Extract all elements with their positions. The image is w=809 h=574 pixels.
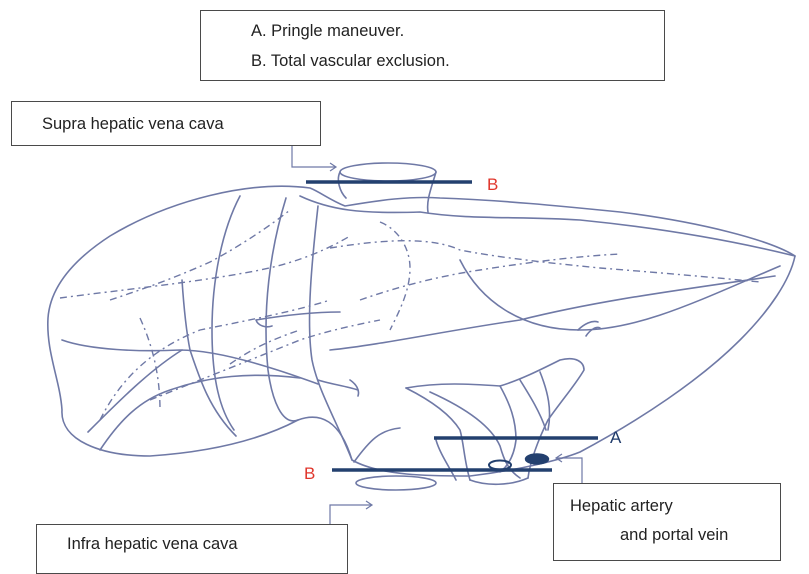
hepatic-pointer-arrow [556, 454, 582, 483]
liver-outline [48, 186, 795, 476]
hepatic-artery-label: Hepatic artery [570, 497, 673, 516]
clamp-b-supra-label: B [487, 175, 498, 195]
portal-vein-label: and portal vein [620, 526, 728, 545]
hepatic-artery-opening [526, 455, 548, 464]
clamp-a-label: A [610, 428, 621, 448]
supra-ivc-top [340, 163, 436, 181]
legend-pringle-maneuver: A. Pringle maneuver. [251, 22, 404, 41]
infra-pointer-arrow [330, 501, 372, 524]
supra-hepatic-label: Supra hepatic vena cava [42, 115, 224, 134]
legend-total-vascular-exclusion: B. Total vascular exclusion. [251, 52, 450, 71]
infra-hepatic-label-box: Infra hepatic vena cava [36, 524, 348, 574]
infra-ivc-bottom [356, 476, 436, 490]
infra-hepatic-label: Infra hepatic vena cava [67, 535, 238, 554]
hepatic-artery-portal-vein-box: Hepatic artery and portal vein [553, 483, 781, 561]
legend-box: A. Pringle maneuver. B. Total vascular e… [200, 10, 665, 81]
supra-pointer-arrow [292, 146, 336, 171]
clamp-b-infra-label: B [304, 464, 315, 484]
supra-hepatic-label-box: Supra hepatic vena cava [11, 101, 321, 146]
